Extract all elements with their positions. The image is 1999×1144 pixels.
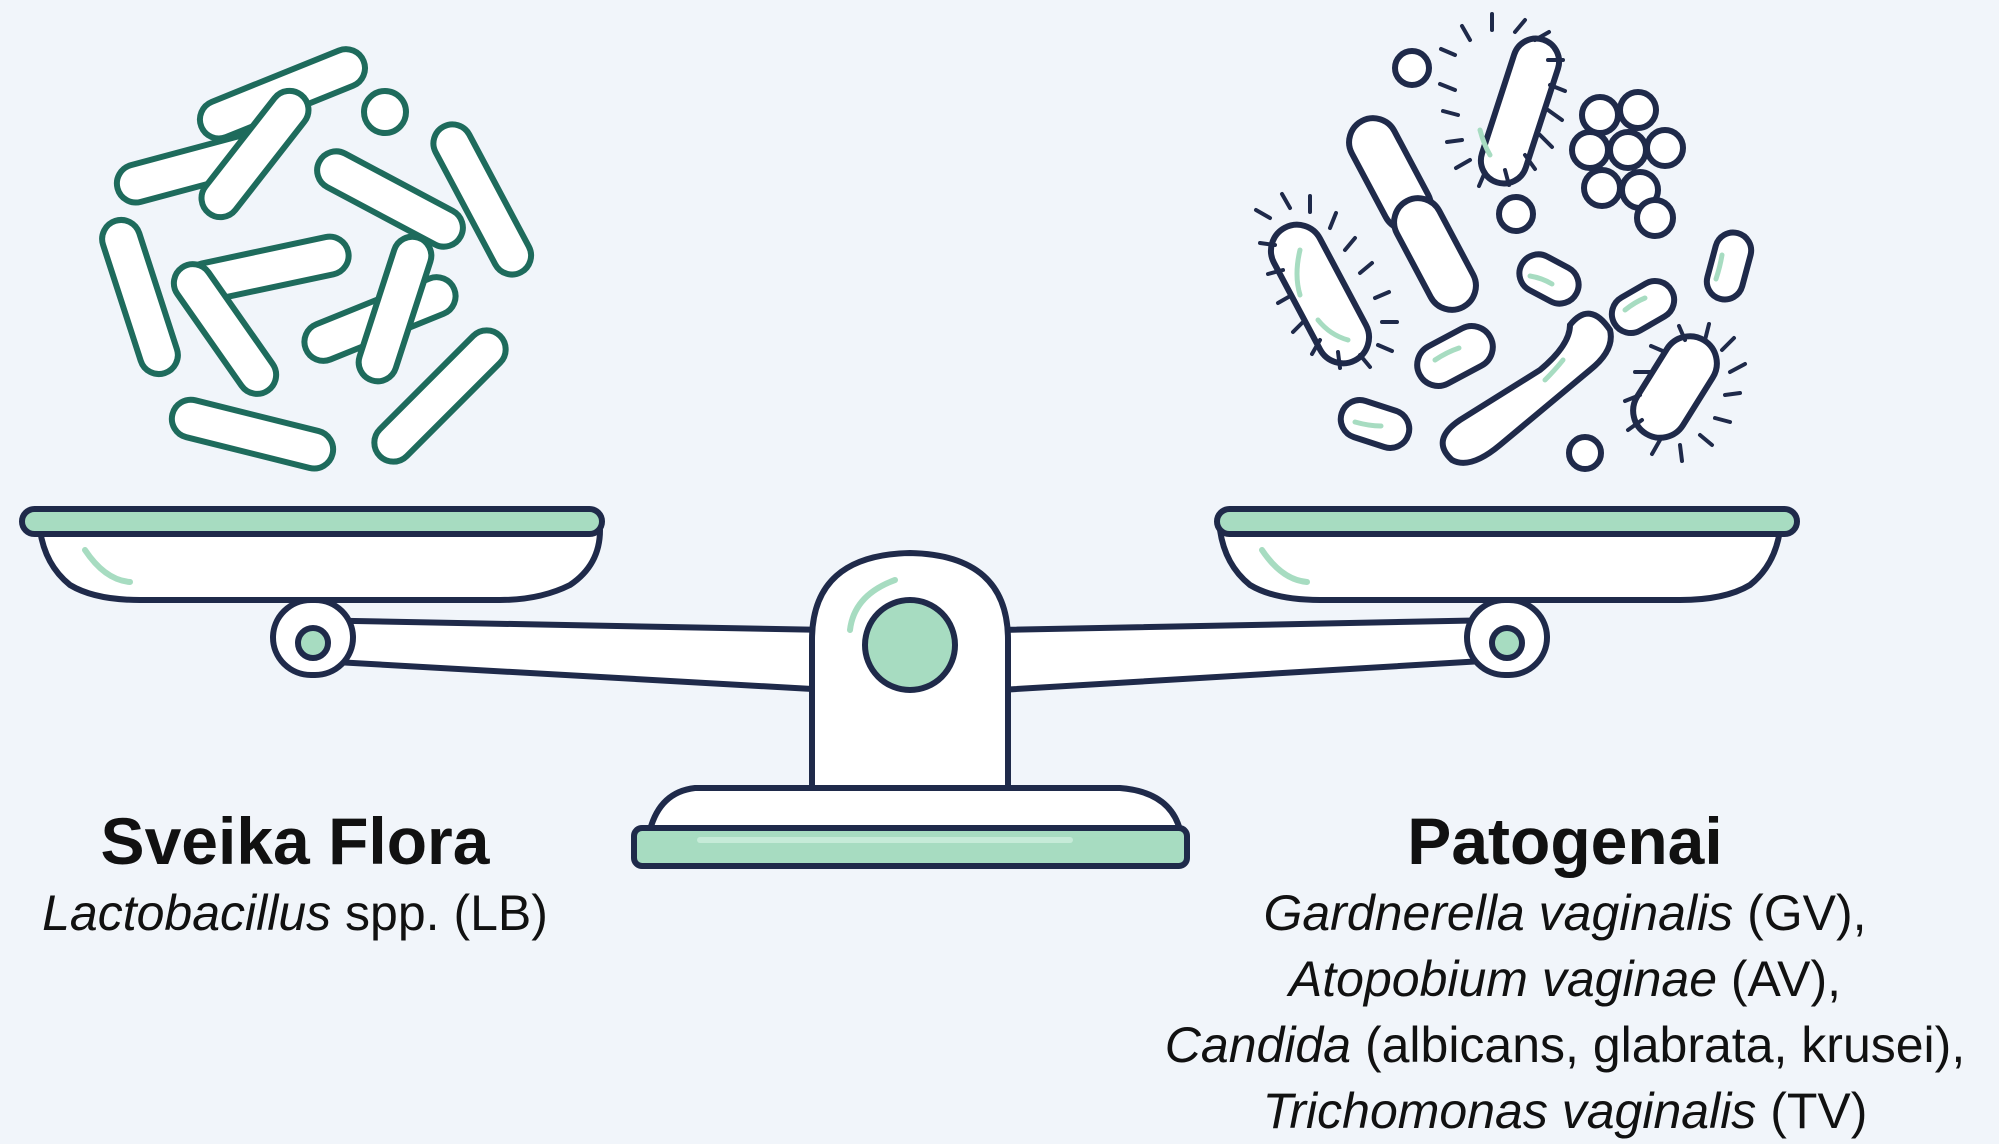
pathogens-title: Patogenai: [1120, 802, 1999, 880]
pathogen-abbr: (AV),: [1717, 951, 1841, 1007]
pathogen-name: Candida: [1165, 1017, 1351, 1073]
pathogen-abbr: (albicans, glabrata, krusei),: [1351, 1017, 1965, 1073]
species-genus: Lactobacillus: [42, 885, 331, 941]
rod-bacteria-icon: [97, 43, 538, 472]
mixed-pathogens-icon: [1262, 33, 1755, 469]
pathogens-caption: Patogenai Gardnerella vaginalis (GV), At…: [1120, 802, 1999, 1144]
pathogen-line: Candida (albicans, glabrata, krusei),: [1120, 1012, 1999, 1078]
pathogen-line: Trichomonas vaginalis (TV): [1120, 1078, 1999, 1144]
pathogen-name: Atopobium vaginae: [1289, 951, 1717, 1007]
healthy-flora-caption: Sveika Flora Lactobacillus spp. (LB): [10, 802, 580, 946]
pathogen-line: Atopobium vaginae (AV),: [1120, 946, 1999, 1012]
pathogen-name: Trichomonas vaginalis: [1263, 1083, 1757, 1139]
healthy-flora-species: Lactobacillus spp. (LB): [10, 880, 580, 946]
pathogen-name: Gardnerella vaginalis: [1263, 885, 1733, 941]
pathogen-abbr: (GV),: [1733, 885, 1866, 941]
healthy-flora-title: Sveika Flora: [10, 802, 580, 880]
pathogen-line: Gardnerella vaginalis (GV),: [1120, 880, 1999, 946]
pathogen-abbr: (TV): [1756, 1083, 1867, 1139]
species-suffix: spp. (LB): [331, 885, 548, 941]
